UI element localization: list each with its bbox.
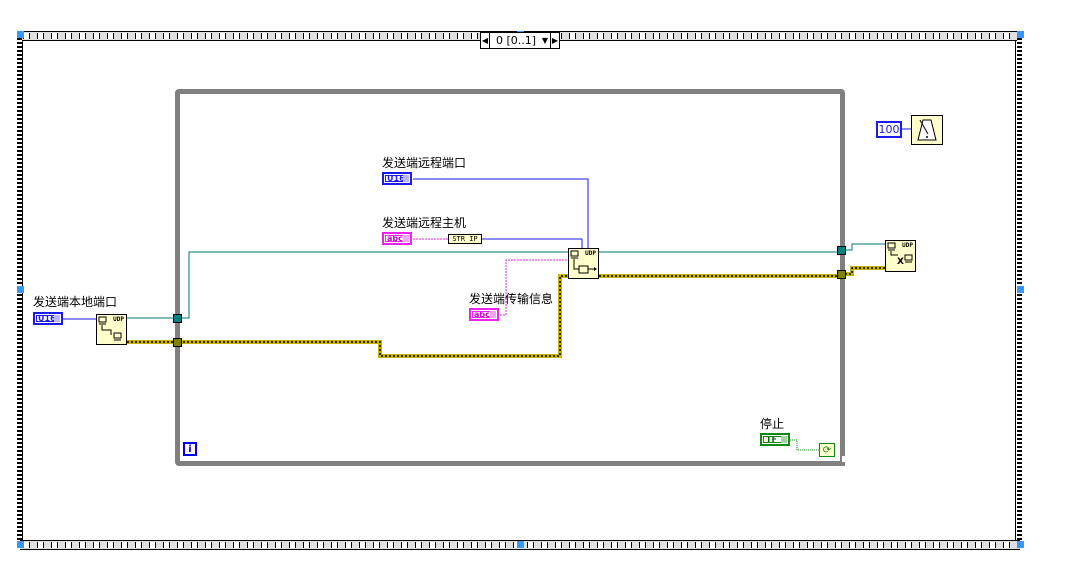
loop-corner-gap (842, 456, 850, 462)
udp-write-node[interactable]: UDP (568, 248, 599, 279)
wire-remote-ip (482, 238, 583, 250)
message-label: 发送端传输信息 (469, 292, 554, 306)
message-control[interactable]: abc (469, 308, 499, 321)
remote-port-control[interactable]: U16 (382, 172, 412, 185)
wait-ms-constant[interactable]: 100 (876, 121, 902, 138)
udp-write-icon (570, 250, 597, 274)
udp-close-node[interactable]: UDP X (885, 240, 916, 272)
remote-host-label: 发送端远程主机 (382, 216, 467, 230)
udp-title: UDP (902, 242, 913, 249)
frame-label: 0 [0..1] (495, 34, 537, 47)
wire-refnum-loop (181, 251, 568, 319)
sequence-frame-selector[interactable]: ◀ 0 [0..1] ▼ ▶ (480, 32, 560, 49)
local-port-label: 发送端本地端口 (33, 295, 118, 309)
resize-handle-tr[interactable] (1017, 31, 1024, 38)
udp-open-icon (98, 316, 122, 341)
terminal-arrow-icon (490, 311, 496, 318)
svg-text:X: X (897, 257, 904, 267)
u16-type-label: U16 (38, 314, 56, 323)
wire-remote-port (413, 178, 589, 250)
refnum-tunnel-in (173, 314, 182, 323)
resize-handle-bl[interactable] (17, 541, 24, 548)
terminal-arrow-icon (403, 175, 409, 182)
udp-title: UDP (113, 316, 124, 323)
error-tunnel-in (173, 338, 182, 347)
wire-stop (790, 439, 819, 451)
local-port-control[interactable]: U16 (33, 312, 63, 325)
refnum-tunnel-out (837, 246, 846, 255)
remote-port-label: 发送端远程端口 (382, 156, 467, 170)
stop-button-control[interactable]: TF (760, 433, 790, 446)
loop-condition-terminal[interactable]: ⟳ (819, 443, 835, 457)
iteration-terminal: i (183, 442, 197, 456)
wire-refnum-close (845, 243, 885, 251)
terminal-arrow-icon (403, 235, 409, 242)
resize-handle-left[interactable] (17, 286, 24, 293)
sequence-inner-right (1015, 40, 1016, 540)
chevron-down-icon[interactable]: ▼ (541, 36, 548, 45)
wire-message (500, 259, 568, 316)
decrement-frame-button[interactable]: ◀ (481, 33, 490, 48)
resize-handle-right[interactable] (1017, 286, 1024, 293)
stop-label: 停止 (760, 417, 785, 431)
string-type-label: abc (387, 234, 403, 243)
error-wires (127, 266, 885, 358)
remote-host-control[interactable]: abc (382, 232, 412, 245)
resize-handle-tl[interactable] (17, 31, 24, 38)
string-type-label: abc (474, 310, 490, 319)
udp-open-node[interactable]: UDP (96, 314, 127, 345)
udp-close-icon: X (887, 242, 913, 267)
resize-handle-bottom[interactable] (517, 541, 524, 548)
bool-type-label: TF (766, 435, 777, 444)
wait-ms-node[interactable] (911, 115, 943, 145)
udp-title: UDP (585, 250, 596, 257)
increment-frame-button[interactable]: ▶ (550, 33, 559, 48)
u16-type-label: U16 (387, 174, 405, 183)
resize-handle-br[interactable] (1017, 541, 1024, 548)
loop-condition-continue-icon: ⟳ (822, 444, 832, 456)
metronome-icon (917, 119, 937, 141)
string-to-ip-node[interactable]: STR IP (448, 234, 482, 244)
terminal-arrow-icon (54, 315, 60, 322)
terminal-arrow-icon (781, 436, 787, 443)
error-tunnel-out (837, 270, 846, 279)
